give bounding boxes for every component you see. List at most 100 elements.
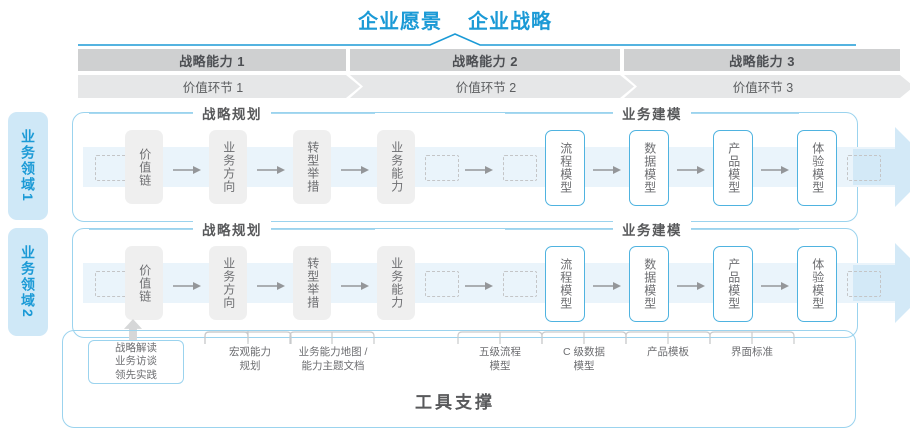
- section-modeling-label-2: 业务建模: [613, 219, 691, 239]
- modeling-box-2-1-label: 流程模型: [558, 258, 573, 310]
- value-stage-2: 价值环节 2: [350, 75, 634, 98]
- planning-box-2-3-label: 转型举措: [305, 257, 320, 309]
- planning-box-1-3-label: 转型举措: [305, 141, 320, 193]
- tool-label-5: 产品模板: [626, 345, 710, 359]
- domain-tab-1: 业务领域1: [8, 112, 48, 220]
- placeholder-box-start-2: [95, 271, 129, 297]
- tool-label-2: 业务能力地图 / 能力主题文档: [286, 345, 380, 373]
- arrow-1-3: [341, 162, 371, 174]
- tool-label-2-line2: 能力主题文档: [301, 360, 365, 373]
- section-header-modeling-2: 业务建模: [505, 219, 799, 239]
- value-stage-2-label: 价值环节 2: [455, 81, 517, 95]
- planning-box-2-2-label: 业务方向: [221, 257, 236, 309]
- placeholder-box-mid-b-1: [503, 155, 537, 181]
- tool-box-line-3: 领先实践: [115, 368, 157, 381]
- title-enterprise-vision: 企业愿景: [358, 10, 442, 33]
- placeholder-box-start-1: [95, 155, 129, 181]
- tool-label-3: 五级流程 模型: [458, 345, 542, 373]
- section-planning-label-1: 战略规划: [193, 103, 271, 123]
- tool-label-1-line2: 规划: [239, 360, 261, 373]
- planning-box-2-1-label: 价值链: [137, 263, 152, 303]
- tool-label-4-line1: C 级数据: [563, 346, 605, 358]
- modeling-box-2-4: 体验模型: [797, 246, 837, 322]
- domain-tab-1-name: 业务领域: [20, 129, 36, 194]
- arrow-2-6: [761, 278, 791, 290]
- tool-label-5-line1: 产品模板: [647, 346, 689, 358]
- modeling-box-1-2-label: 数据模型: [642, 142, 657, 194]
- tool-label-3-line1: 五级流程: [479, 346, 521, 358]
- tool-label-4-line2: 模型: [573, 360, 595, 373]
- capability-bar-2: 战略能力 2: [350, 49, 620, 71]
- domain-tab-2-num: 2: [20, 309, 36, 319]
- arrow-2-2: [257, 278, 287, 290]
- modeling-box-1-1-label: 流程模型: [558, 142, 573, 194]
- arrow-2-5: [677, 278, 707, 290]
- modeling-box-2-1: 流程模型: [545, 246, 585, 322]
- section-header-planning-2: 战略规划: [89, 219, 375, 239]
- value-stage-3-label: 价值环节 3: [732, 81, 794, 95]
- arrow-1-4: [593, 162, 623, 174]
- tool-label-6-line1: 界面标准: [731, 346, 773, 358]
- modeling-box-2-3: 产品模型: [713, 246, 753, 322]
- capability-bar-1: 战略能力 1: [78, 49, 346, 71]
- modeling-box-2-2: 数据模型: [629, 246, 669, 322]
- planning-box-2-3: 转型举措: [293, 246, 331, 320]
- planning-box-1-1-label: 价值链: [137, 147, 152, 187]
- domain-tab-1-label: 业务领域1: [20, 129, 36, 203]
- value-stage-row: 价值环节 1 价值环节 2 价值环节 3: [78, 75, 910, 98]
- planning-box-2-2: 业务方向: [209, 246, 247, 320]
- arrow-2-1: [173, 278, 203, 290]
- arrow-2-4: [593, 278, 623, 290]
- tool-box-line-2: 业务访谈: [115, 355, 157, 368]
- arrow-2-3: [341, 278, 371, 290]
- section-header-planning-1: 战略规划: [89, 103, 375, 123]
- planning-box-1-4-label: 业务能力: [389, 141, 404, 193]
- title-chevron-connector: [0, 33, 910, 47]
- section-modeling-label-1: 业务建模: [613, 103, 691, 123]
- arrow-1-5: [677, 162, 707, 174]
- modeling-box-1-4: 体验模型: [797, 130, 837, 206]
- tool-label-6: 界面标准: [710, 345, 794, 359]
- value-stage-1-label: 价值环节 1: [182, 81, 244, 95]
- arrow-1-2: [257, 162, 287, 174]
- modeling-box-1-4-label: 体验模型: [810, 142, 825, 194]
- placeholder-box-end-1: [847, 155, 881, 181]
- section-planning-label-2: 战略规划: [193, 219, 271, 239]
- tool-label-3-line2: 模型: [489, 360, 511, 373]
- planning-box-2-4-label: 业务能力: [389, 257, 404, 309]
- capability-bar-row: 战略能力 1 战略能力 2 战略能力 3: [78, 49, 900, 71]
- modeling-box-2-2-label: 数据模型: [642, 258, 657, 310]
- title-enterprise-strategy: 企业战略: [468, 10, 552, 33]
- tool-box-strategy-inputs: 战略解读 业务访谈 领先实践: [88, 340, 184, 384]
- tool-label-1: 宏观能力 规划: [208, 345, 292, 373]
- capability-bar-3: 战略能力 3: [624, 49, 900, 71]
- arrow-2-mid: [465, 278, 495, 290]
- placeholder-box-mid-b-2: [503, 271, 537, 297]
- modeling-box-1-3-label: 产品模型: [726, 142, 741, 194]
- planning-box-2-1: 价值链: [125, 246, 163, 320]
- planning-box-1-3: 转型举措: [293, 130, 331, 204]
- tool-label-4: C 级数据 模型: [542, 345, 626, 373]
- arrow-1-1: [173, 162, 203, 174]
- arrow-1-mid: [465, 162, 495, 174]
- modeling-box-1-3: 产品模型: [713, 130, 753, 206]
- domain-tab-2-name: 业务领域: [20, 245, 36, 310]
- domain-tab-2: 业务领域2: [8, 228, 48, 336]
- tool-label-1-line1: 宏观能力: [229, 346, 271, 358]
- domain-tab-1-num: 1: [20, 193, 36, 203]
- domain-row-2: 战略规划 业务建模 价值链 业务方向 转型举措 业务能力 流程模型 数据模型 产…: [72, 219, 910, 338]
- tool-label-2-line1: 业务能力地图 /: [298, 346, 368, 358]
- placeholder-box-end-2: [847, 271, 881, 297]
- placeholder-box-mid-a-1: [425, 155, 459, 181]
- value-stage-3: 价值环节 3: [624, 75, 910, 98]
- modeling-box-2-3-label: 产品模型: [726, 258, 741, 310]
- modeling-box-1-2: 数据模型: [629, 130, 669, 206]
- value-stage-1: 价值环节 1: [78, 75, 360, 98]
- tool-support-title: 工具支撑: [415, 393, 495, 412]
- modeling-box-2-4-label: 体验模型: [810, 258, 825, 310]
- diagram-title: 企业愿景 企业战略: [0, 4, 910, 34]
- planning-box-1-2-label: 业务方向: [221, 141, 236, 193]
- section-header-modeling-1: 业务建模: [505, 103, 799, 123]
- domain-row-1: 战略规划 业务建模 价值链 业务方向 转型举措 业务能力 流程模型 数据模型 产…: [72, 103, 910, 222]
